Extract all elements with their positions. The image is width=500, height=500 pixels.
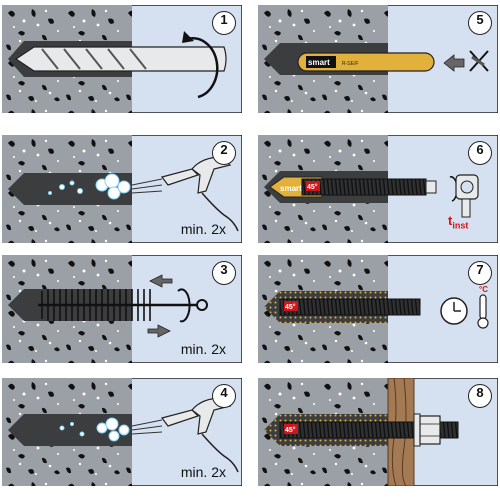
air-stream <box>131 178 163 194</box>
step-5-panel: smart R-SE/F 5 <box>258 5 498 113</box>
step-5-capsule-illustration: smart R-SE/F <box>258 5 498 113</box>
step-7-panel: 45° 7 °C <box>258 255 498 363</box>
step-4-blowout-illustration <box>2 378 242 486</box>
step-number: 6 <box>468 141 492 165</box>
rotation-arrow-icon <box>187 37 219 99</box>
step-2-blowout-illustration <box>2 135 242 243</box>
clock-icon <box>440 297 468 325</box>
rotary-hammer-icon <box>449 174 479 218</box>
repeat-count-caption: min. 2x <box>180 221 226 237</box>
step-3-brushing-illustration <box>2 255 242 363</box>
rotation-arrowhead-icon <box>182 31 194 43</box>
capsule-brand-label: smart <box>308 58 330 67</box>
step-number: 7 <box>468 261 492 285</box>
washer <box>413 413 421 447</box>
step-number: 8 <box>468 384 492 408</box>
dust-cloud-icon <box>48 173 131 200</box>
drill-hole <box>8 414 132 446</box>
pull-arrow-icon <box>147 324 171 338</box>
hex-adapter <box>425 180 437 194</box>
step-number: 1 <box>212 11 236 35</box>
step-2-panel: 2 min. 2x <box>2 135 242 243</box>
threaded-rod <box>279 298 421 316</box>
step-3-panel: 3 min. 2x <box>2 255 242 363</box>
chisel-angle-label: 45° <box>285 303 296 311</box>
repeat-count-caption: min. 2x <box>180 464 226 480</box>
step-6-panel: smart 45° 6 tinst <box>258 135 498 243</box>
thermometer-icon <box>477 294 489 329</box>
angle-marker <box>284 424 298 434</box>
chisel-angle-label: 45° <box>307 183 318 191</box>
push-arrow-icon <box>149 274 173 288</box>
step-number: 5 <box>468 11 492 35</box>
capsule-brand-label: smart <box>280 184 302 193</box>
threaded-rod <box>301 178 427 196</box>
insert-arrow-icon <box>443 54 465 72</box>
step-6-setting-illustration: smart 45° <box>258 135 498 243</box>
capsule-code-label: R-SE/F <box>342 61 358 67</box>
angle-marker <box>284 301 298 311</box>
step-number: 4 <box>212 384 236 408</box>
step-1-drilling-illustration <box>2 5 242 113</box>
temperature-unit-label: °C <box>479 285 488 294</box>
step-7-curing-illustration: 45° <box>258 255 498 363</box>
step-number: 3 <box>212 261 236 285</box>
angle-marker <box>306 181 320 191</box>
hex-nut <box>419 415 441 445</box>
air-stream <box>131 419 163 435</box>
repeat-count-caption: min. 2x <box>180 341 226 357</box>
chisel-angle-label: 45° <box>285 426 296 434</box>
step-4-panel: 4 min. 2x <box>2 378 242 486</box>
cleaning-brush-icon <box>38 289 208 321</box>
capsule-label-band <box>306 56 336 68</box>
step-1-panel: 1 <box>2 5 242 113</box>
step-number: 2 <box>212 141 236 165</box>
step-8-panel: 45° 8 <box>258 378 498 486</box>
setting-time-label: tinst <box>448 213 469 231</box>
dust-cloud-icon <box>59 417 130 442</box>
drill-flutes <box>41 48 147 70</box>
air-blow-gun-icon <box>160 156 239 232</box>
rotation-arrow-icon <box>177 288 191 323</box>
no-hammer-icon <box>469 50 489 72</box>
drill-bit <box>14 46 227 72</box>
step-8-fixture-illustration: 45° <box>258 378 498 486</box>
